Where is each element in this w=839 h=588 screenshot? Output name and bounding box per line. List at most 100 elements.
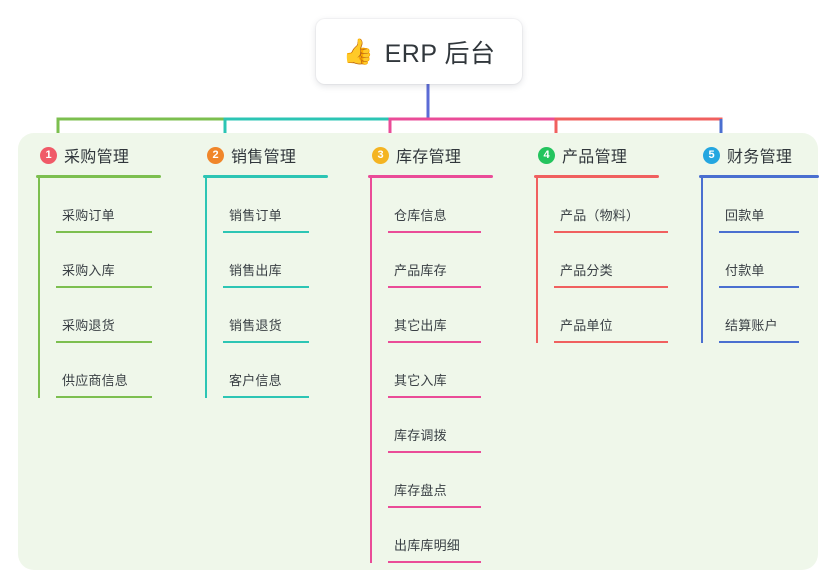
thumbs-up-icon: 👍 <box>342 38 374 66</box>
branch-item-label: 采购入库 <box>62 263 115 278</box>
branch-item-label: 产品单位 <box>560 318 613 333</box>
branch-item-underline <box>388 341 481 343</box>
branch-item-label: 回款单 <box>725 208 765 223</box>
branch-title-5: 财务管理 <box>727 149 793 166</box>
branch-column-4: 4 产品管理产品（物料） 产品分类产品单位 <box>518 141 673 343</box>
branch-item-label: 其它入库 <box>394 373 447 388</box>
branch-column-2: 2 销售管理销售订单销售出库销售退货客户信息 <box>187 141 337 398</box>
branch-item-label: 库存调拨 <box>394 428 447 443</box>
branch-item[interactable]: 其它入库 <box>370 343 502 398</box>
branch-item-underline <box>223 231 309 233</box>
branch-item[interactable]: 采购订单 <box>38 178 170 233</box>
branch-underline-5 <box>699 175 819 178</box>
branch-item-underline <box>554 231 668 233</box>
branch-item-underline <box>56 231 152 233</box>
branch-header-5[interactable]: 5 财务管理 <box>683 141 823 169</box>
branch-item[interactable]: 客户信息 <box>205 343 337 398</box>
diagram-panel <box>18 133 818 570</box>
branch-item[interactable]: 结算账户 <box>701 288 823 343</box>
branch-item[interactable]: 产品单位 <box>536 288 673 343</box>
branch-item[interactable]: 出库库明细 <box>370 508 502 563</box>
branch-title-2: 销售管理 <box>231 149 297 166</box>
branch-item-underline <box>388 451 481 453</box>
branch-item[interactable]: 库存调拨 <box>370 398 502 453</box>
branch-header-2[interactable]: 2 销售管理 <box>187 141 337 169</box>
branch-spine-3 <box>370 178 372 563</box>
branch-item-underline <box>223 396 309 398</box>
branch-item[interactable]: 产品库存 <box>370 233 502 288</box>
branch-item[interactable]: 销售出库 <box>205 233 337 288</box>
branch-item-underline <box>388 561 481 563</box>
branch-item-label: 出库库明细 <box>394 538 461 553</box>
branch-item[interactable]: 库存盘点 <box>370 453 502 508</box>
branch-item-label: 销售退货 <box>229 318 282 333</box>
branch-item[interactable]: 采购入库 <box>38 233 170 288</box>
branch-item-underline <box>56 396 152 398</box>
branch-badge-1: 1 <box>40 146 57 164</box>
branch-item[interactable]: 产品分类 <box>536 233 673 288</box>
branch-spine-1 <box>38 178 40 398</box>
branch-item[interactable]: 回款单 <box>701 178 823 233</box>
branch-item[interactable]: 供应商信息 <box>38 343 170 398</box>
branch-item[interactable]: 采购退货 <box>38 288 170 343</box>
branch-item-underline <box>554 286 668 288</box>
branch-items-1: 采购订单采购入库采购退货供应商信息 <box>20 178 170 398</box>
branch-item-label: 仓库信息 <box>394 208 447 223</box>
branch-item[interactable]: 产品（物料） <box>536 178 673 233</box>
branch-item-label: 销售出库 <box>229 263 282 278</box>
branch-header-3[interactable]: 3 库存管理 <box>352 141 502 169</box>
branch-item-label: 采购订单 <box>62 208 115 223</box>
branch-item-underline <box>388 231 481 233</box>
branch-column-3: 3 库存管理仓库信息产品库存其它出库其它入库库存调拨库存盘点出库库明细 <box>352 141 502 563</box>
branch-item-label: 产品（物料） <box>560 208 640 223</box>
root-node[interactable]: 👍 ERP 后台 <box>316 19 522 84</box>
branch-item-underline <box>719 286 799 288</box>
branch-item-underline <box>554 341 668 343</box>
branch-title-3: 库存管理 <box>396 149 462 166</box>
branch-spine-2 <box>205 178 207 398</box>
branch-item-label: 销售订单 <box>229 208 282 223</box>
branch-badge-3: 3 <box>372 146 389 164</box>
branch-item-label: 产品库存 <box>394 263 447 278</box>
branch-item-label: 产品分类 <box>560 263 613 278</box>
branch-item-label: 结算账户 <box>725 318 778 333</box>
branch-spine-4 <box>536 178 538 343</box>
branch-items-4: 产品（物料） 产品分类产品单位 <box>518 178 673 343</box>
branch-column-1: 1 采购管理采购订单采购入库采购退货供应商信息 <box>20 141 170 398</box>
branch-item[interactable]: 销售退货 <box>205 288 337 343</box>
branch-item-underline <box>388 506 481 508</box>
branch-underline-2 <box>203 175 328 178</box>
branch-header-1[interactable]: 1 采购管理 <box>20 141 170 169</box>
branch-underline-3 <box>368 175 493 178</box>
branch-item-label: 采购退货 <box>62 318 115 333</box>
branch-item-underline <box>719 341 799 343</box>
branch-items-5: 回款单付款单结算账户 <box>683 178 823 343</box>
branch-underline-4 <box>534 175 659 178</box>
branch-item-underline <box>223 341 309 343</box>
root-node-label: ERP 后台 <box>384 39 496 68</box>
branch-item-underline <box>223 286 309 288</box>
branch-item[interactable]: 其它出库 <box>370 288 502 343</box>
branch-badge-4: 4 <box>538 146 555 164</box>
branch-badge-5: 5 <box>703 146 720 164</box>
branch-title-1: 采购管理 <box>64 149 130 166</box>
branch-item-label: 客户信息 <box>229 373 282 388</box>
branch-badge-2: 2 <box>207 146 224 164</box>
branch-header-4[interactable]: 4 产品管理 <box>518 141 673 169</box>
branch-item[interactable]: 销售订单 <box>205 178 337 233</box>
branch-item-underline <box>719 231 799 233</box>
branch-item-underline <box>388 396 481 398</box>
branch-item-label: 库存盘点 <box>394 483 447 498</box>
branch-item-label: 供应商信息 <box>62 373 129 388</box>
branch-underline-1 <box>36 175 161 178</box>
branch-items-2: 销售订单销售出库销售退货客户信息 <box>187 178 337 398</box>
branch-item-label: 付款单 <box>725 263 765 278</box>
branch-column-5: 5 财务管理回款单付款单结算账户 <box>683 141 823 343</box>
branch-item[interactable]: 仓库信息 <box>370 178 502 233</box>
branch-title-4: 产品管理 <box>562 149 628 166</box>
branch-item-underline <box>388 286 481 288</box>
branch-item[interactable]: 付款单 <box>701 233 823 288</box>
branch-item-underline <box>56 341 152 343</box>
branch-spine-5 <box>701 178 703 343</box>
branch-items-3: 仓库信息产品库存其它出库其它入库库存调拨库存盘点出库库明细 <box>352 178 502 563</box>
